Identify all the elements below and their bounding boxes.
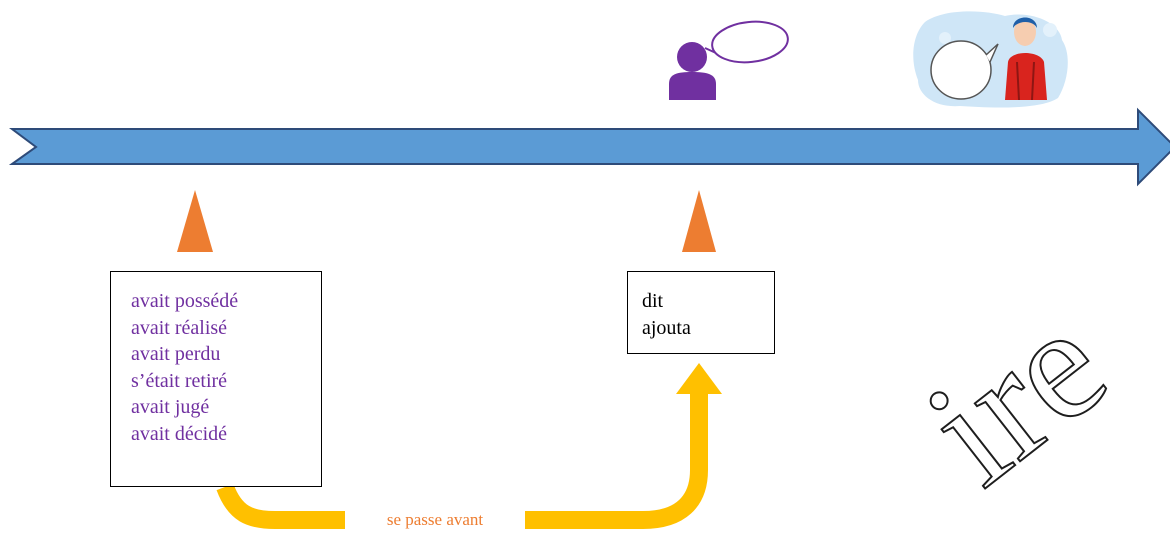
thinking-man-icon	[913, 11, 1068, 108]
past-perfect-verb: s’était retiré	[131, 369, 228, 392]
connector-arrowhead-icon	[676, 363, 722, 394]
simple-past-verb: dit	[642, 290, 664, 312]
connector-label: se passe avant	[345, 507, 525, 533]
past-perfect-verb: avait décidé	[131, 422, 228, 445]
past-perfect-verb: avait possédé	[131, 290, 239, 312]
past-perfect-box: avait possédé avait réalisé avait perdu …	[110, 271, 322, 487]
past-perfect-verb: avait jugé	[131, 396, 210, 418]
timeline-arrow	[8, 107, 1170, 187]
past-perfect-verb: avait réalisé	[131, 316, 228, 339]
simple-past-verb: ajouta	[642, 316, 691, 339]
past-perfect-verb: avait perdu	[131, 343, 221, 365]
simple-past-box: dit ajouta	[627, 271, 775, 354]
speaking-person-icon	[669, 20, 789, 100]
right-marker-icon	[682, 190, 716, 252]
connector-arrow	[216, 388, 708, 529]
left-marker-icon	[177, 190, 213, 252]
